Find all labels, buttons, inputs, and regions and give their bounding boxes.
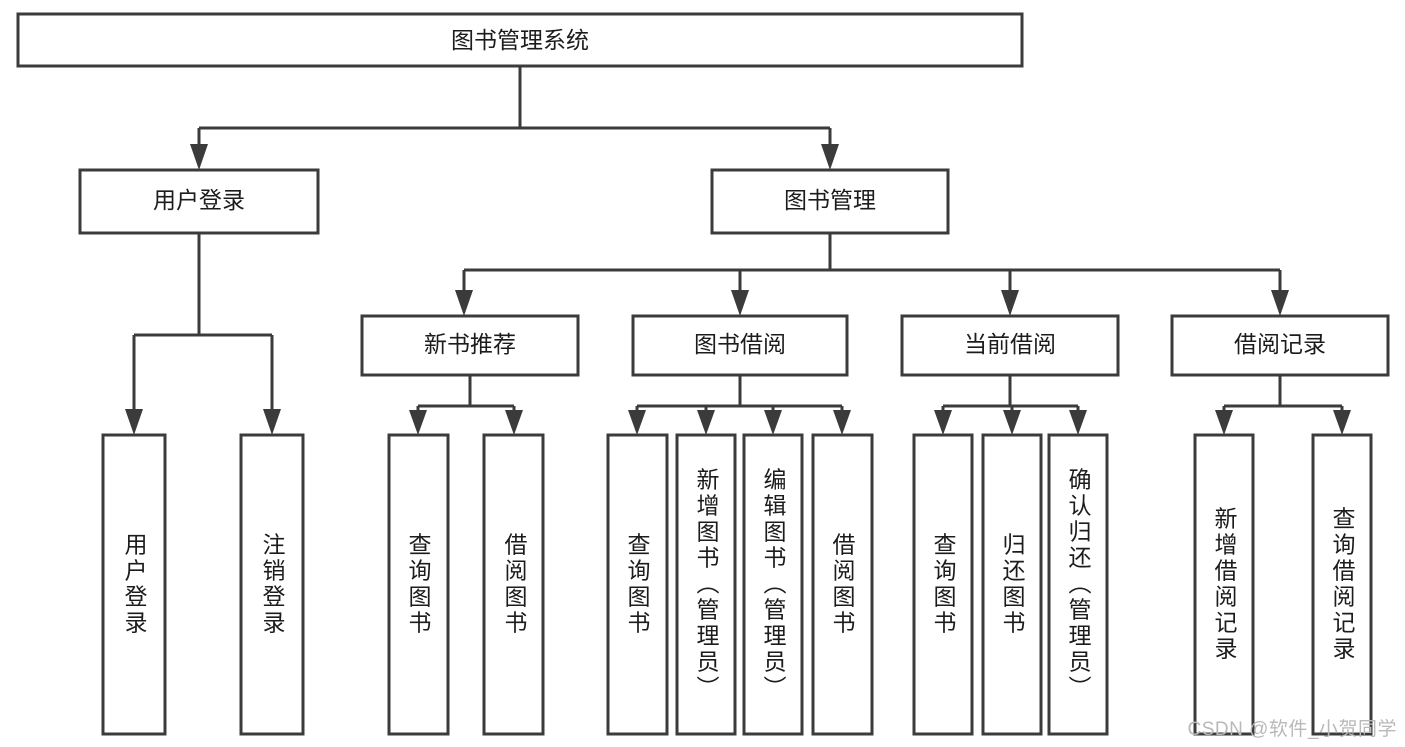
node-book-manage-box[interactable] <box>710 168 950 235</box>
node-leaf-6-box[interactable] <box>675 433 737 736</box>
node-current-borrow[interactable]: 当前借阅 <box>900 314 1120 377</box>
node-leaf-12-box[interactable] <box>1193 433 1255 736</box>
node-leaf-8[interactable]: 借阅图书 <box>811 433 874 736</box>
node-leaf-10-label: 归还图书 <box>999 533 1026 637</box>
node-leaf-8-box[interactable] <box>811 433 874 736</box>
node-leaf-6-label: 新增图书（管理员） <box>693 468 720 702</box>
node-root-label: 图书管理系统 <box>451 27 589 53</box>
connector-group-user-login <box>125 233 281 435</box>
node-leaf-13-box[interactable] <box>1311 433 1373 736</box>
connector-group-borrow-record <box>1215 375 1351 435</box>
arrow-head-leaf-3 <box>409 410 427 435</box>
arrow-head-borrow-record <box>1271 290 1289 316</box>
node-borrow-record-box[interactable] <box>1170 314 1390 377</box>
node-user-login-label: 用户登录 <box>153 187 245 213</box>
node-borrow-record[interactable]: 借阅记录 <box>1170 314 1390 377</box>
node-leaf-3-label: 查询图书 <box>405 533 432 637</box>
node-leaf-13-label: 查询借阅记录 <box>1329 507 1356 663</box>
node-book-borrow-label: 图书借阅 <box>694 331 786 357</box>
node-book-manage[interactable]: 图书管理 <box>710 168 950 235</box>
node-new-book-rec-box[interactable] <box>360 314 580 377</box>
arrow-head-leaf-8 <box>833 410 851 435</box>
connector-group-current-borrow <box>934 375 1087 435</box>
node-user-login-box[interactable] <box>78 168 320 235</box>
node-leaf-1-label: 用户登录 <box>121 533 148 637</box>
arrow-head-leaf-9 <box>934 410 952 435</box>
node-current-borrow-label: 当前借阅 <box>964 331 1056 357</box>
node-root[interactable]: 图书管理系统 <box>16 12 1024 68</box>
arrow-head-leaf-13 <box>1333 410 1351 435</box>
node-leaf-10[interactable]: 归还图书 <box>981 433 1043 736</box>
arrow-head-leaf-7 <box>764 410 782 435</box>
connector-group-book-manage <box>455 233 1289 316</box>
arrow-head-leaf-2 <box>263 409 281 435</box>
arrow-head-user-login <box>190 144 208 170</box>
node-leaf-8-label: 借阅图书 <box>829 533 856 637</box>
node-book-borrow[interactable]: 图书借阅 <box>631 314 849 377</box>
arrow-head-current-borrow <box>1001 290 1019 316</box>
node-leaf-4-box[interactable] <box>482 433 545 736</box>
node-leaf-11-label: 确认归还（管理员） <box>1065 468 1092 702</box>
node-root-box[interactable] <box>16 12 1024 68</box>
node-leaf-2-label: 注销登录 <box>259 533 286 637</box>
node-leaf-1[interactable]: 用户登录 <box>101 433 167 736</box>
connector-group-book-borrow <box>628 375 851 435</box>
node-leaf-5-label: 查询图书 <box>624 533 651 637</box>
node-leaf-12-label: 新增借阅记录 <box>1211 507 1238 663</box>
node-leaf-5-box[interactable] <box>606 433 669 736</box>
node-leaf-10-box[interactable] <box>981 433 1043 736</box>
node-book-borrow-box[interactable] <box>631 314 849 377</box>
node-leaf-3-box[interactable] <box>387 433 450 736</box>
node-leaf-12[interactable]: 新增借阅记录 <box>1193 433 1255 736</box>
arrow-head-leaf-5 <box>628 410 646 435</box>
node-leaf-9[interactable]: 查询图书 <box>912 433 974 736</box>
node-book-manage-label: 图书管理 <box>784 187 876 213</box>
arrow-head-book-borrow <box>731 290 749 316</box>
arrow-head-new-book-rec <box>455 290 473 316</box>
node-leaf-13[interactable]: 查询借阅记录 <box>1311 433 1373 736</box>
node-leaf-7-label: 编辑图书（管理员） <box>760 468 787 702</box>
node-new-book-rec[interactable]: 新书推荐 <box>360 314 580 377</box>
arrow-head-leaf-1 <box>125 409 143 435</box>
arrow-head-leaf-4 <box>505 410 523 435</box>
node-leaf-11[interactable]: 确认归还（管理员） <box>1047 433 1109 736</box>
connector-group-new-book-rec <box>409 375 523 435</box>
arrow-head-leaf-12 <box>1215 410 1233 435</box>
node-leaf-9-label: 查询图书 <box>930 533 957 637</box>
node-leaf-2-box[interactable] <box>239 433 305 736</box>
node-new-book-rec-label: 新书推荐 <box>424 331 516 357</box>
node-user-login[interactable]: 用户登录 <box>78 168 320 235</box>
node-leaf-1-box[interactable] <box>101 433 167 736</box>
connector-group-root <box>190 66 839 170</box>
node-leaf-11-box[interactable] <box>1047 433 1109 736</box>
arrow-head-leaf-6 <box>697 410 715 435</box>
node-current-borrow-box[interactable] <box>900 314 1120 377</box>
node-borrow-record-label: 借阅记录 <box>1234 331 1326 357</box>
arrow-head-leaf-10 <box>1003 410 1021 435</box>
node-leaf-4-label: 借阅图书 <box>501 533 528 637</box>
node-leaf-9-box[interactable] <box>912 433 974 736</box>
node-leaf-4[interactable]: 借阅图书 <box>482 433 545 736</box>
arrow-head-leaf-11 <box>1069 410 1087 435</box>
node-leaf-7-box[interactable] <box>742 433 804 736</box>
node-leaf-3[interactable]: 查询图书 <box>387 433 450 736</box>
arrow-head-book-manage <box>821 144 839 170</box>
node-leaf-5[interactable]: 查询图书 <box>606 433 669 736</box>
node-leaf-2[interactable]: 注销登录 <box>239 433 305 736</box>
node-leaf-7[interactable]: 编辑图书（管理员） <box>742 433 804 736</box>
node-leaf-6[interactable]: 新增图书（管理员） <box>675 433 737 736</box>
